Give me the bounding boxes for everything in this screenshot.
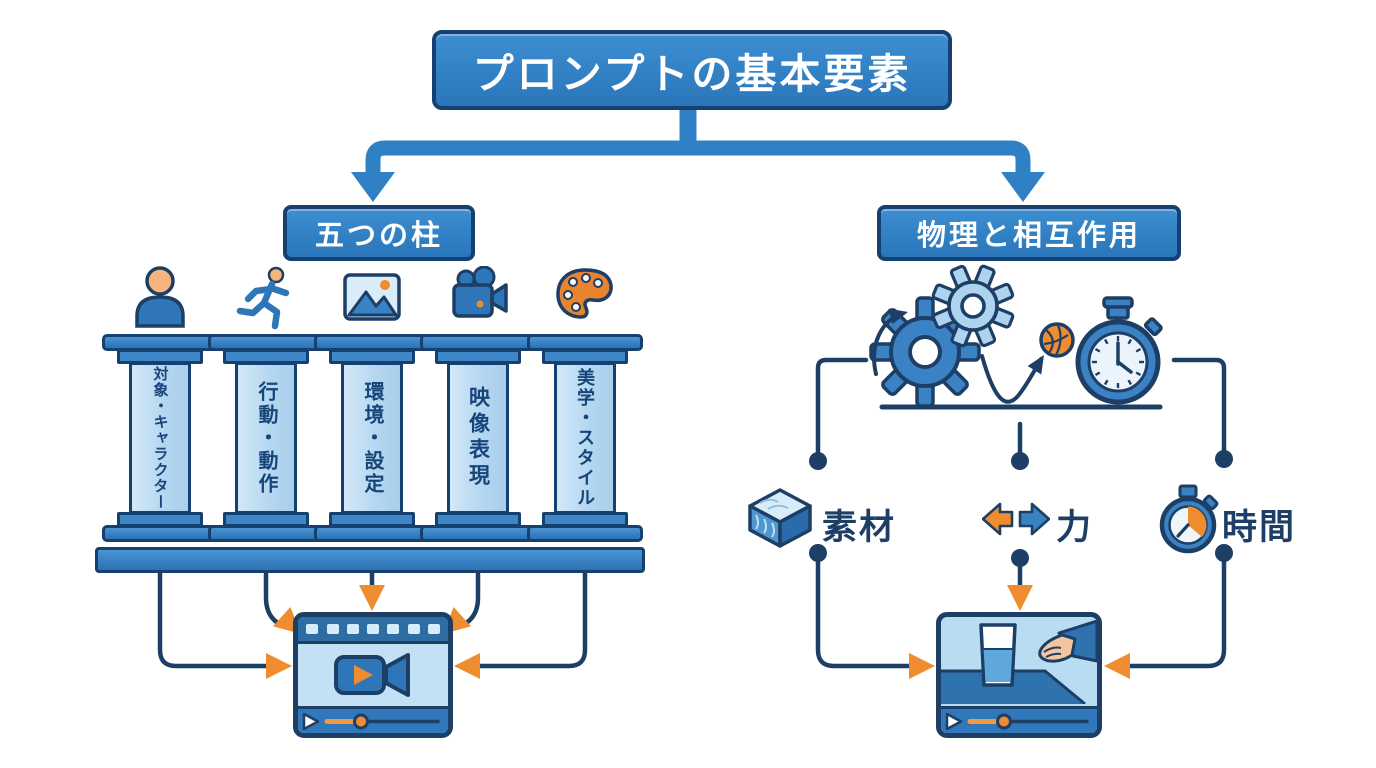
gear-large-icon <box>869 296 981 408</box>
left-branch-title: 五つの柱 <box>314 220 443 252</box>
tree-arrow-left <box>351 172 395 202</box>
force-label: 力 <box>1056 508 1094 547</box>
factor-line-dots <box>809 450 1233 567</box>
opposing-forces-icon <box>982 502 1050 536</box>
pillar-environment-setting: 環境・設定 <box>314 334 430 542</box>
orange-arrowheads-right <box>909 585 1130 679</box>
water-glass-icon <box>979 623 1017 687</box>
pillar-label: 行動・動作 <box>255 380 277 496</box>
physics-scene <box>869 264 1163 410</box>
film-strip <box>298 617 448 644</box>
progress-knob[interactable] <box>353 713 369 729</box>
video-player-left <box>293 612 453 738</box>
tree-arrow-right <box>1001 172 1045 202</box>
pillar-label: 対象・キャラクター <box>151 366 169 510</box>
pillar-label: 美学・スタイル <box>575 368 595 508</box>
material-cube-icon <box>748 488 812 548</box>
camera-play-icon <box>334 653 410 697</box>
play-button-icon[interactable] <box>302 712 320 730</box>
playbar-controls[interactable] <box>941 711 1095 732</box>
play-button-icon[interactable] <box>945 712 963 730</box>
right-branch-header: 物理と相互作用 <box>877 205 1181 261</box>
swirl-arrow-icon <box>872 308 908 376</box>
pillar-subject-character: 対象・キャラクター <box>102 334 218 542</box>
palette-icon <box>556 268 613 319</box>
pillar-visual-expression: 映像表現 <box>420 334 536 542</box>
pillar-label: 映像表現 <box>466 386 490 490</box>
gear-small-icon <box>931 264 1015 348</box>
person-icon <box>135 266 185 328</box>
stopwatch-icon <box>1075 296 1163 405</box>
title-box: プロンプトの基本要素 <box>432 30 952 110</box>
landscape-image-icon <box>343 273 401 321</box>
pillar-label: 環境・設定 <box>361 380 383 496</box>
glass-and-hand-scene <box>941 619 1097 704</box>
time-label: 時間 <box>1222 508 1297 547</box>
branch-connector <box>365 100 1031 176</box>
material-label: 素材 <box>822 508 897 547</box>
factor-lines <box>815 357 1227 669</box>
bouncing-ball-icon <box>980 322 1075 404</box>
video-player-right <box>936 612 1102 738</box>
reaching-hand-icon <box>1038 619 1097 663</box>
pillar-platform <box>95 547 645 573</box>
right-branch-title: 物理と相互作用 <box>916 220 1141 252</box>
timer-icon <box>1159 484 1219 554</box>
video-camera-icon <box>452 266 508 318</box>
progress-knob[interactable] <box>996 713 1012 729</box>
pillar-base <box>102 525 218 542</box>
pillar-aesthetics-style: 美学・スタイル <box>527 334 643 542</box>
playbar[interactable] <box>298 706 448 733</box>
runner-icon <box>236 266 290 330</box>
page-title: プロンプトの基本要素 <box>472 51 912 97</box>
playbar-controls[interactable] <box>298 711 446 732</box>
left-branch-header: 五つの柱 <box>283 205 475 261</box>
pillar-action-motion: 行動・動作 <box>208 334 324 542</box>
playbar[interactable] <box>941 706 1097 733</box>
table-surface <box>941 671 1085 704</box>
